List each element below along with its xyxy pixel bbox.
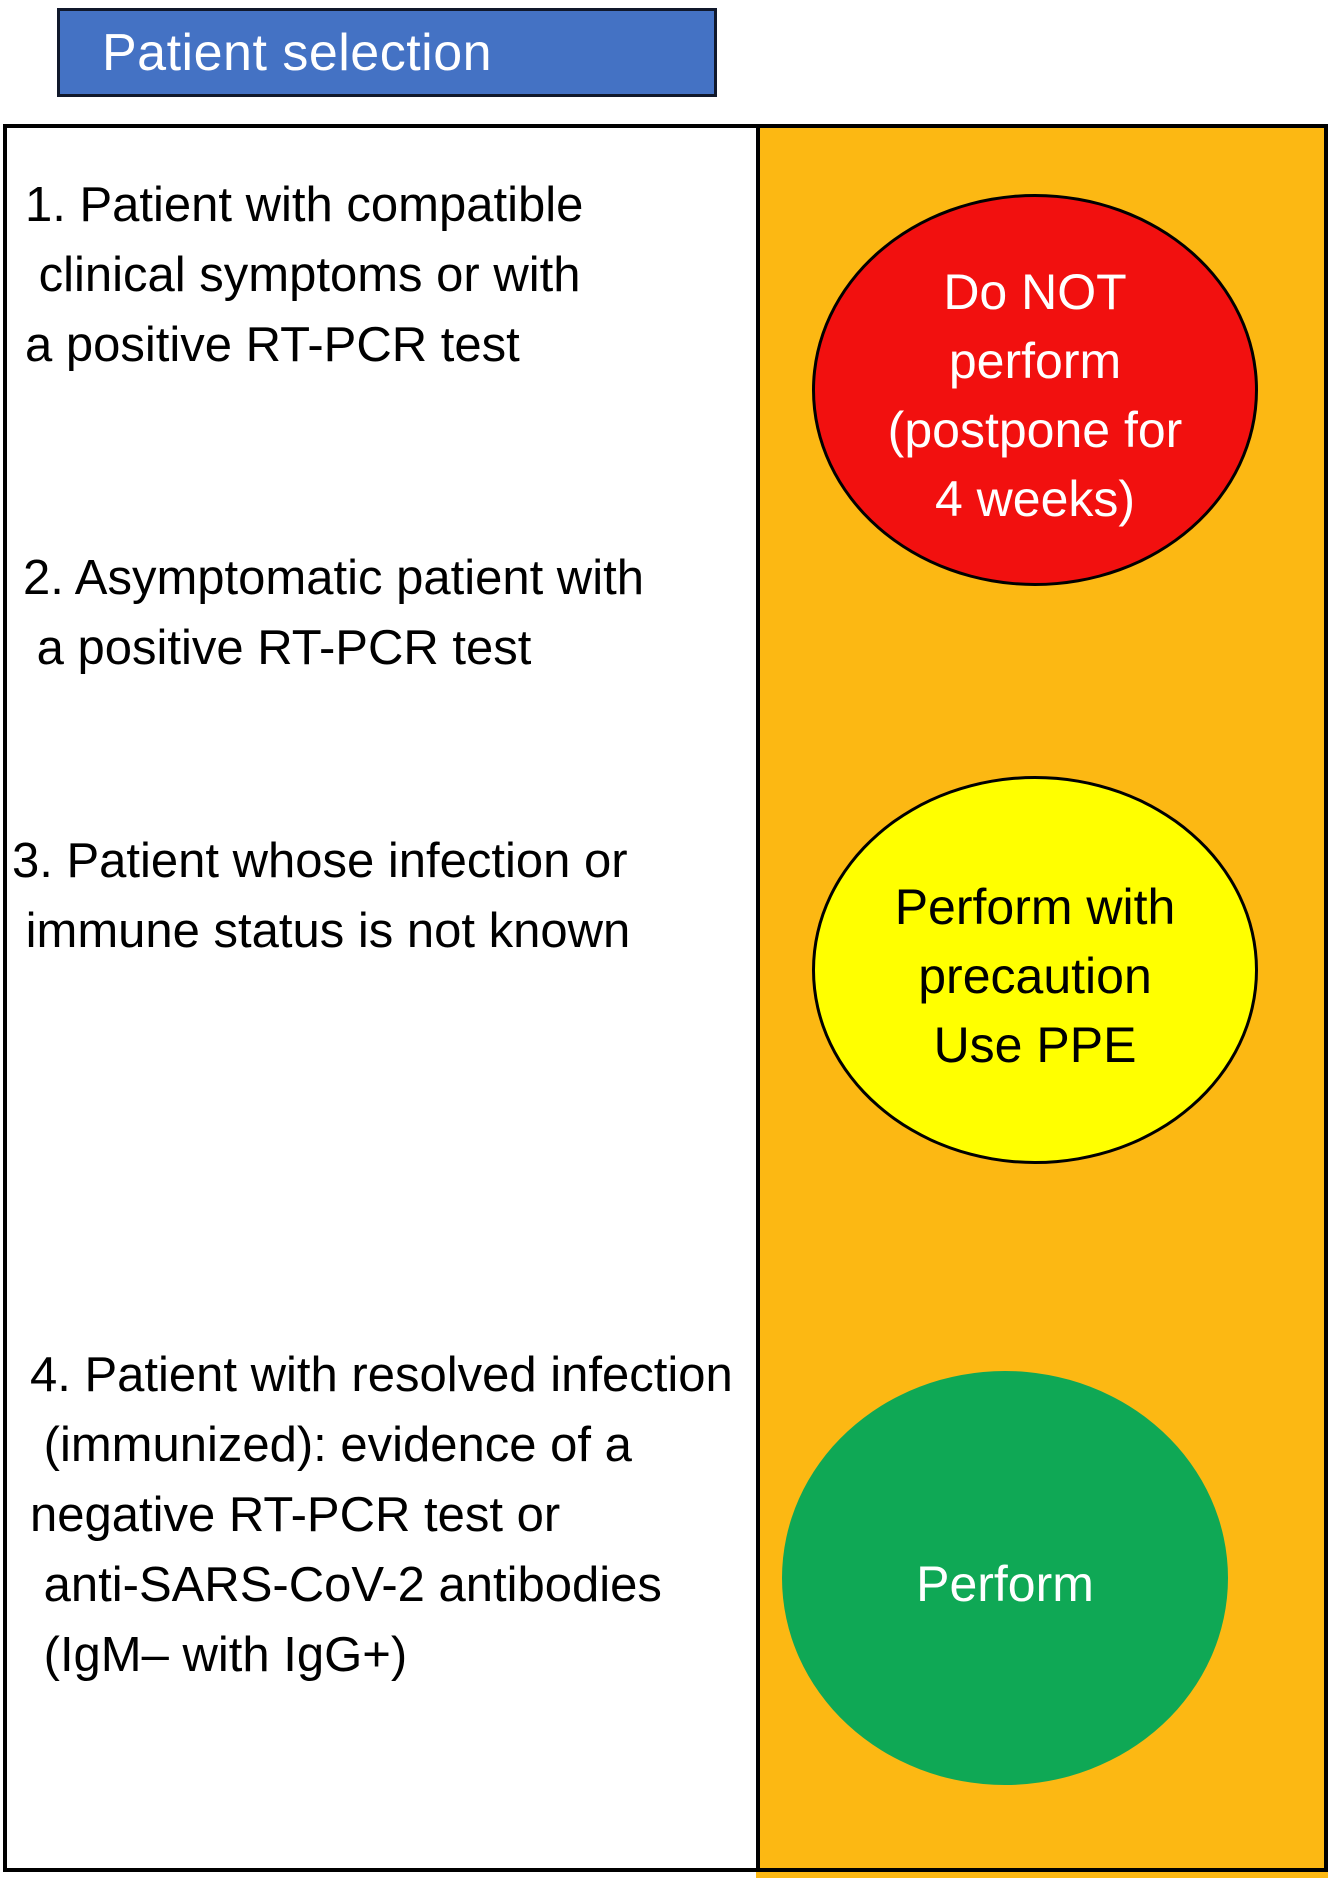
page-title: Patient selection [102, 23, 493, 82]
criterion-3: 3. Patient whose infection or immune sta… [12, 834, 631, 958]
column-divider [756, 124, 760, 1872]
title-banner: Patient selection [57, 8, 717, 97]
perform-with-precaution-circle: Perform with precaution Use PPE [812, 776, 1258, 1164]
criterion-4: 4. Patient with resolved infection (immu… [30, 1348, 733, 1682]
do-not-perform-circle: Do NOT perform (postpone for 4 weeks) [812, 194, 1258, 586]
criterion-2: 2. Asymptomatic patient with a positive … [23, 551, 644, 675]
criterion-1: 1. Patient with compatible clinical symp… [25, 178, 584, 372]
perform-circle: Perform [782, 1371, 1228, 1785]
